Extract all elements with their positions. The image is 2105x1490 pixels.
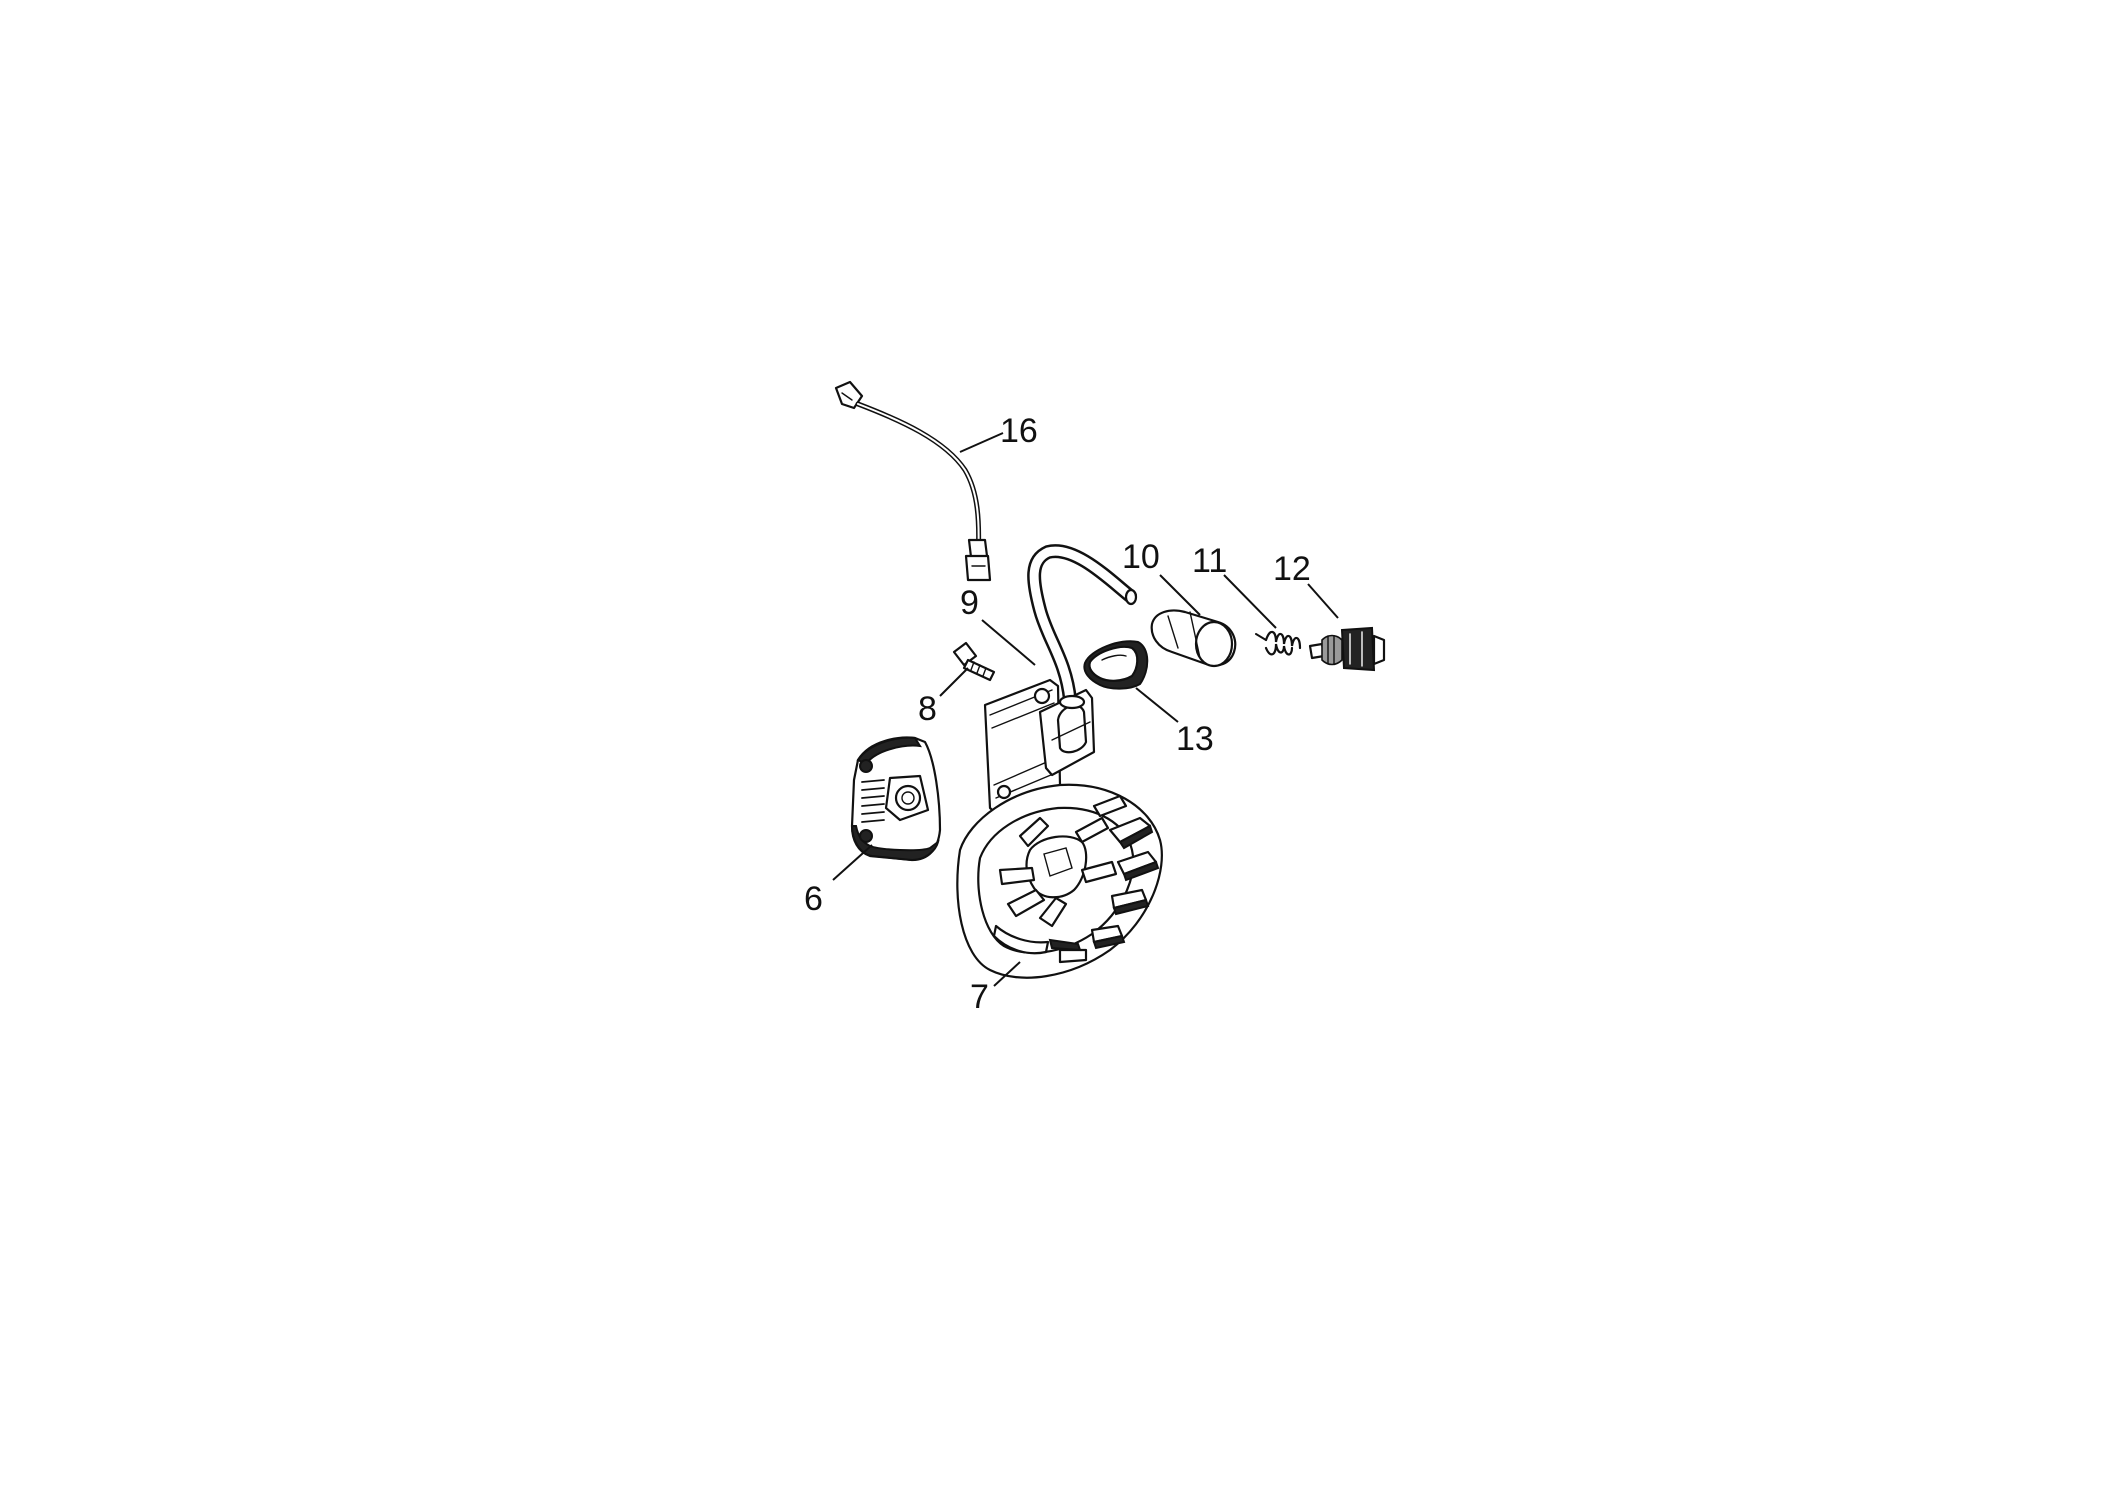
part-11-spring[interactable] — [1256, 632, 1300, 655]
callout-8: 8 — [918, 690, 937, 728]
callout-10: 10 — [1122, 538, 1160, 576]
callout-13: 13 — [1176, 720, 1214, 758]
part-12-spark-plug[interactable] — [1310, 628, 1384, 670]
part-10-spark-plug-cap[interactable] — [1152, 611, 1236, 667]
leader-11 — [1223, 574, 1277, 629]
callout-9: 9 — [960, 584, 979, 622]
leader-7 — [993, 961, 1021, 987]
part-7-flywheel[interactable] — [957, 785, 1162, 978]
leader-10 — [1159, 574, 1201, 616]
leader-13 — [1135, 687, 1179, 723]
leader-12 — [1307, 583, 1339, 619]
callout-7: 7 — [970, 978, 989, 1016]
part-13-boot[interactable] — [1084, 641, 1147, 688]
part-16-wire-lead[interactable] — [836, 382, 990, 580]
part-8-screw[interactable] — [954, 643, 994, 680]
part-9-ignition-coil[interactable] — [985, 551, 1136, 815]
leader-9 — [981, 619, 1036, 666]
callout-6: 6 — [804, 880, 823, 918]
leader-lines — [832, 432, 1339, 987]
leader-16 — [959, 432, 1004, 453]
leader-8 — [939, 667, 969, 697]
callout-12: 12 — [1273, 550, 1311, 588]
part-6-cover[interactable] — [852, 738, 940, 860]
callout-11: 11 — [1192, 542, 1227, 580]
callout-16: 16 — [1000, 412, 1038, 450]
leader-6 — [832, 844, 873, 881]
callout-labels: 16 10 11 12 9 8 13 6 7 — [804, 412, 1311, 1016]
